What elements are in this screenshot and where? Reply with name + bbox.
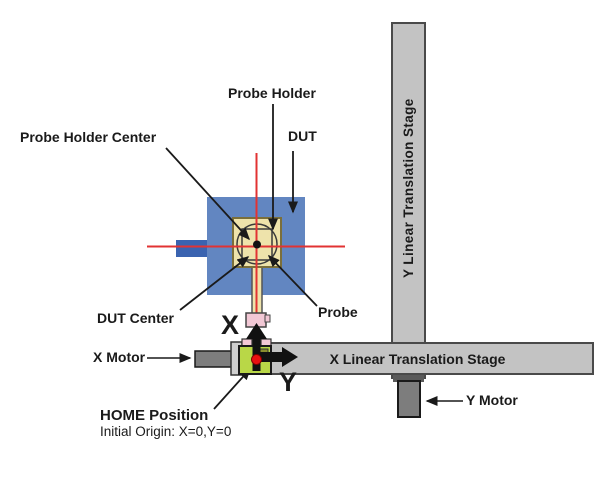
dut-center-label: DUT Center — [97, 310, 175, 326]
dut-label: DUT — [288, 128, 317, 144]
home-position-callout-line — [213, 367, 252, 410]
y-direction-arrow — [257, 347, 298, 367]
y-axis-label: Y — [279, 367, 298, 397]
x-direction-arrow — [246, 323, 267, 371]
probe-label: Probe — [318, 304, 358, 320]
initial-origin-label: Initial Origin: X=0,Y=0 — [100, 424, 232, 439]
home-position-label: HOME Position — [100, 407, 209, 424]
probe-holder-center-dot — [253, 240, 261, 249]
y-motor-coupling — [393, 371, 424, 382]
home-position-block: HOME Position Initial Origin: X=0,Y=0 — [100, 407, 231, 439]
x-motor-block — [194, 350, 234, 368]
home-position-dot — [251, 354, 262, 365]
dut-side-tab — [176, 240, 208, 257]
probe-mount-nub — [264, 314, 271, 323]
probe-callout-line — [267, 254, 318, 307]
y-motor-block — [397, 380, 421, 418]
y-stage-bar — [391, 22, 426, 379]
x-motor-label: X Motor — [93, 349, 146, 365]
y-stage-label: Y Linear Translation Stage — [401, 98, 416, 278]
x-stage-bar — [241, 342, 594, 375]
x-axis-label: X — [221, 310, 240, 340]
y-motor-label: Y Motor — [466, 392, 518, 408]
dut-center-callout-line — [179, 256, 250, 311]
x-stage-label: X Linear Translation Stage — [329, 350, 506, 367]
probe-holder-label: Probe Holder — [228, 85, 316, 101]
probe-holder-center-callout-line — [165, 147, 251, 241]
probe-holder-center-label: Probe Holder Center — [20, 129, 157, 145]
